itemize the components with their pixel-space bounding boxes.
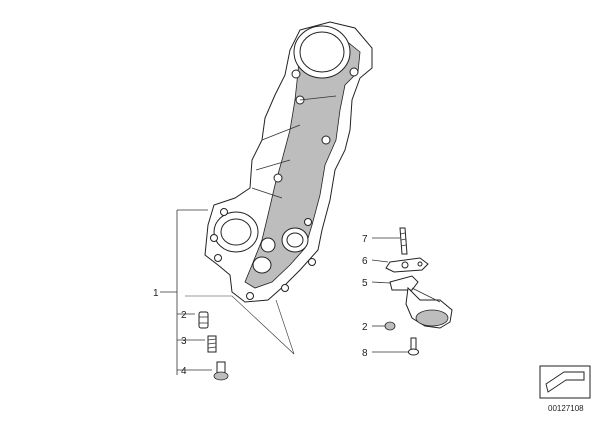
- stud-bolt: [399, 227, 408, 255]
- callout-2-left: 2: [181, 310, 187, 321]
- bolt: [408, 337, 419, 356]
- callout-2-right: 2: [362, 322, 368, 333]
- callout-7: 7: [362, 234, 368, 245]
- spring-pin: [207, 335, 217, 353]
- callout-leaders-right: [371, 237, 408, 353]
- timing-case-cover: [204, 21, 373, 303]
- o-ring: [384, 321, 396, 331]
- screw-plug: [213, 361, 229, 381]
- gasket: [385, 257, 429, 273]
- oil-suction-pipe: [389, 275, 453, 329]
- callout-bracket-left: [160, 209, 295, 375]
- callout-1: 1: [153, 288, 159, 299]
- callout-3: 3: [181, 336, 187, 347]
- callout-8: 8: [362, 348, 368, 359]
- callout-4: 4: [181, 366, 187, 377]
- callout-6: 6: [362, 256, 368, 267]
- reference-number: 00127108: [548, 404, 584, 413]
- arrow-badge-icon: [539, 365, 591, 399]
- callout-5: 5: [362, 278, 368, 289]
- dowel-sleeve: [198, 311, 209, 329]
